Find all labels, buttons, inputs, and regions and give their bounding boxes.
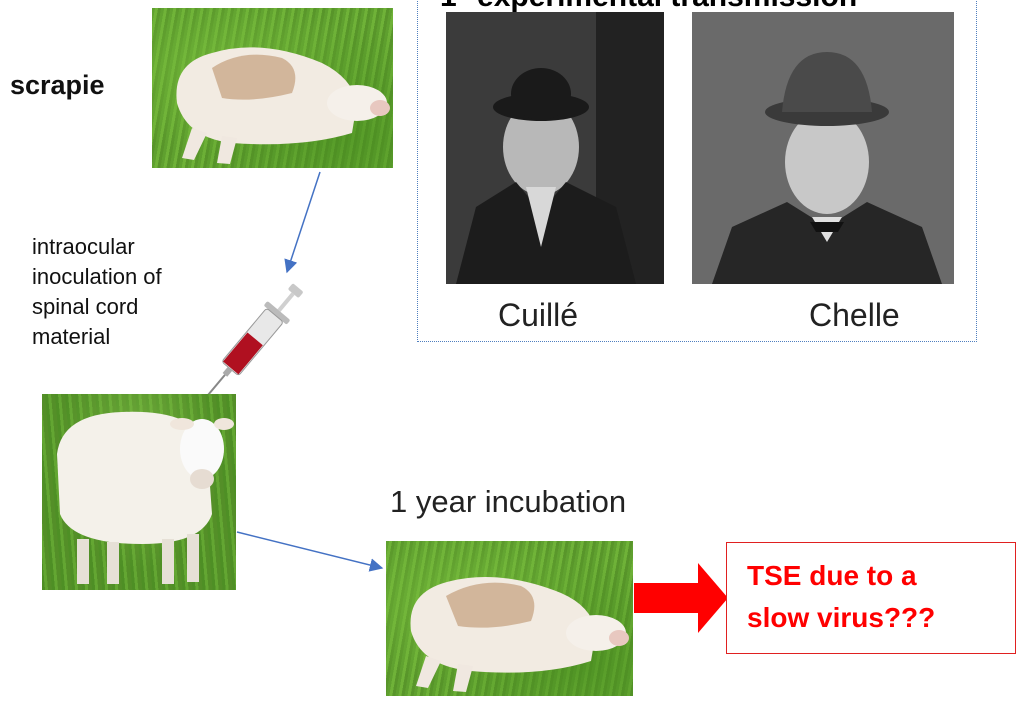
incubation-label: 1 year incubation	[390, 484, 627, 519]
researcher-name-chelle: Chelle	[809, 297, 900, 333]
portrait-figure-icon	[692, 12, 954, 284]
healthy-sheep-photo	[42, 394, 236, 590]
inoculation-line-3: spinal cord	[32, 294, 139, 319]
conclusion-line-2: slow virus???	[747, 602, 936, 633]
inoculation-line-4: material	[32, 324, 111, 349]
sick-sheep-to-syringe-arrow	[284, 171, 321, 274]
researcher-name-cuille: Cuillé	[498, 297, 579, 333]
lying-sheep-icon	[410, 577, 629, 692]
conclusion-line-1: TSE due to a	[747, 560, 917, 591]
inoculation-label: intraocular inoculation of spinal cord m…	[32, 232, 162, 352]
sick-sheep-result-photo	[386, 541, 633, 696]
disease-label: scrapie	[10, 70, 105, 100]
portrait-figure-icon	[446, 12, 664, 284]
conclusion-box: TSE due to a slow virus???	[726, 542, 1016, 654]
conclusion-text: TSE due to a slow virus???	[747, 555, 935, 639]
sick-sheep-photo	[152, 8, 393, 168]
cuille-portrait-photo	[446, 12, 664, 284]
conclusion-arrow	[634, 563, 728, 633]
standing-sheep-icon	[57, 411, 234, 584]
experiment-section-box	[417, 0, 977, 342]
lying-sheep-icon	[176, 47, 390, 164]
inoculated-sheep-to-sick-sheep-arrow	[236, 531, 384, 572]
section-title: 1° experimental transmission	[440, 0, 857, 14]
inoculation-line-2: inoculation of	[32, 264, 162, 289]
chelle-portrait-photo	[692, 12, 954, 284]
inoculation-line-1: intraocular	[32, 234, 135, 259]
